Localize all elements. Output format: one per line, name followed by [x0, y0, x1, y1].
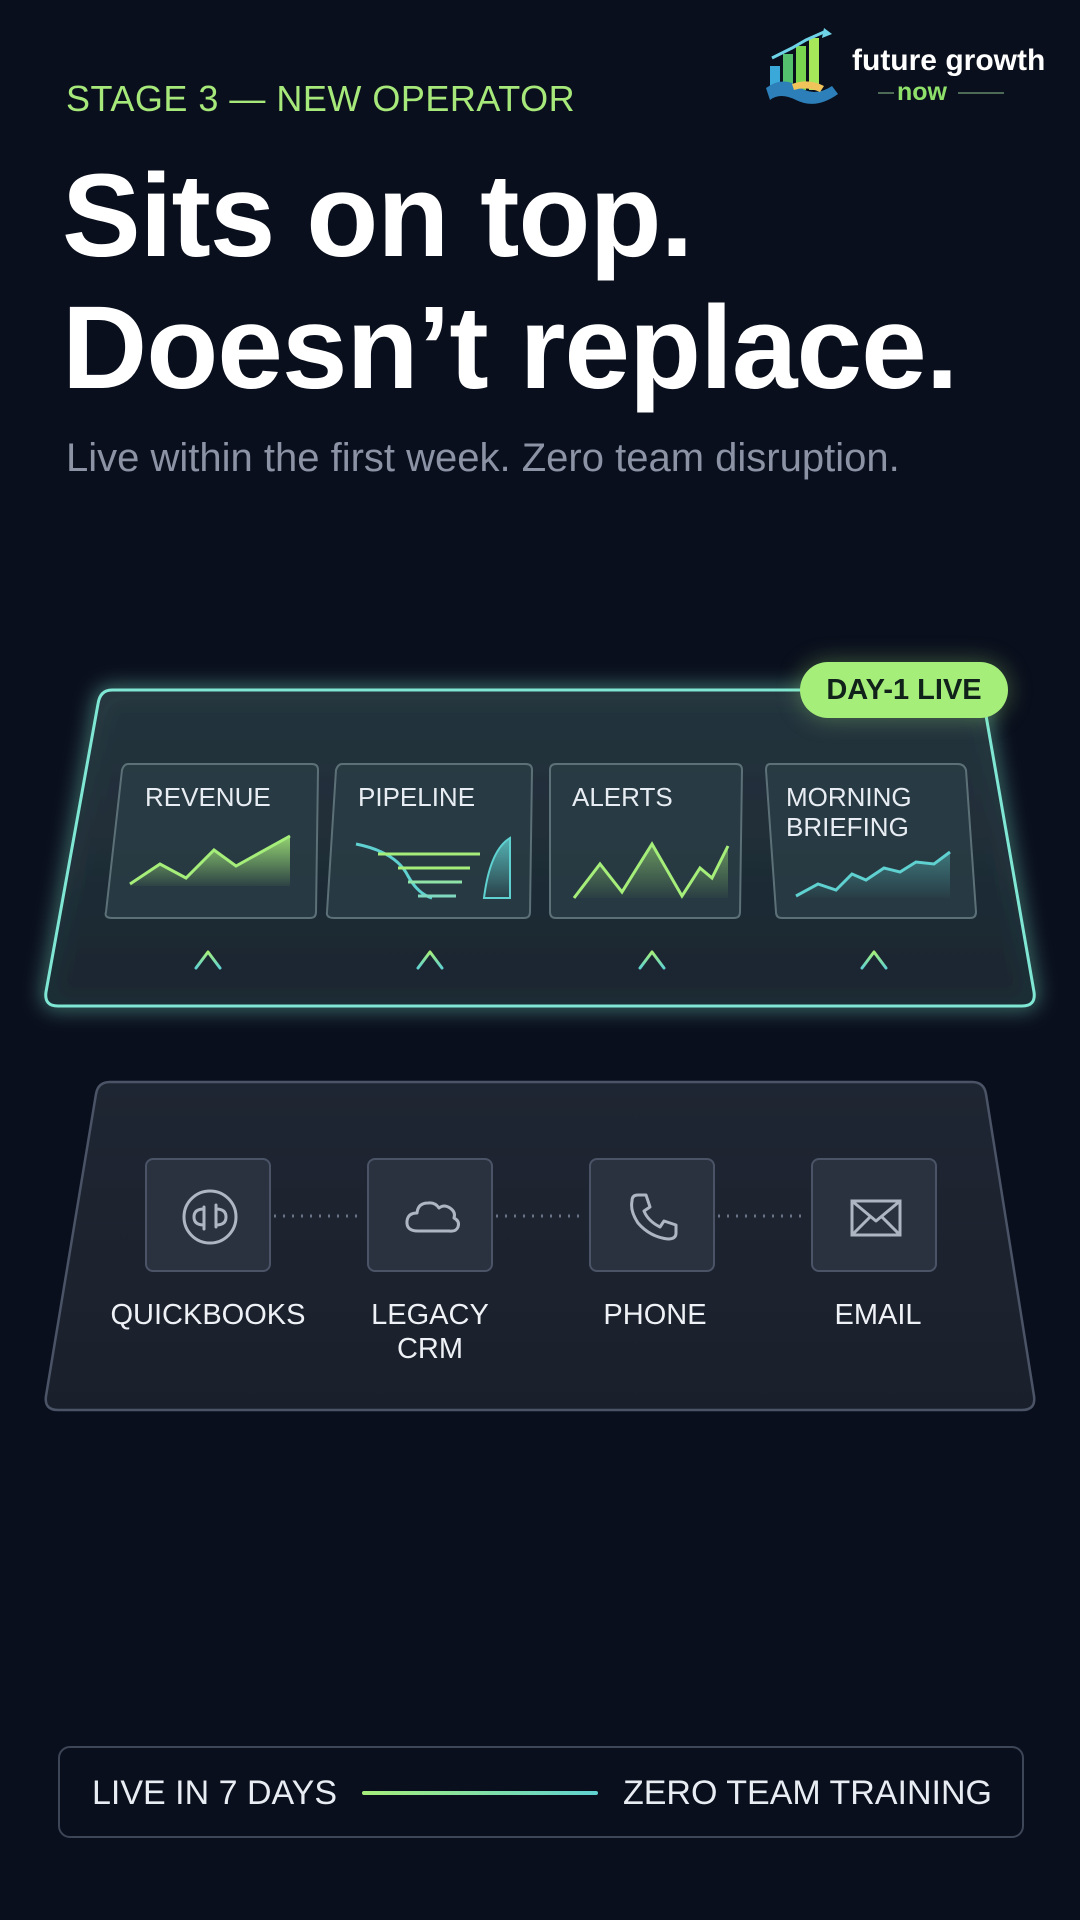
- footer-live-in-7-days: LIVE IN 7 DAYS: [92, 1774, 338, 1812]
- card-title-revenue: REVENUE: [145, 782, 271, 812]
- brand-logo: future growth now: [762, 28, 1062, 110]
- logo-rule-right: [958, 92, 1004, 94]
- card-title-pipeline: PIPELINE: [358, 782, 476, 812]
- logo-rule-left: [878, 92, 894, 94]
- day-1-live-badge: DAY-1 LIVE: [800, 662, 1008, 718]
- footer-zero-team-training: ZERO TEAM TRAINING: [622, 1774, 992, 1812]
- tool-label-legacy-crm: LEGACY CRM: [320, 1298, 540, 1366]
- tool-tile-legacy-crm: [367, 1158, 493, 1272]
- card-morning-briefing: [764, 763, 978, 919]
- footer-divider-line: [362, 1791, 598, 1795]
- tool-tile-phone: [589, 1158, 715, 1272]
- subtitle: Live within the first week. Zero team di…: [66, 436, 900, 480]
- tool-tile-email: [811, 1158, 937, 1272]
- card-title-morning: MORNING: [786, 782, 912, 812]
- revenue-area-chart: [130, 836, 290, 886]
- tools-base-panel: [44, 1080, 1036, 1412]
- card-title-morning-briefing: MORNING BRIEFING: [786, 782, 912, 842]
- card-alerts: [549, 763, 744, 919]
- tool-tile-quickbooks: [145, 1158, 271, 1272]
- stage-eyebrow: STAGE 3 — NEW OPERATOR: [66, 78, 576, 119]
- cloud-icon: [405, 1201, 460, 1233]
- tool-label-quickbooks: QUICKBOOKS: [110, 1299, 306, 1331]
- quickbooks-icon: [182, 1189, 238, 1245]
- envelope-icon: [850, 1199, 902, 1237]
- footer-banner: LIVE IN 7 DAYS ZERO TEAM TRAINING: [58, 1746, 1024, 1838]
- card-pipeline: [325, 763, 534, 919]
- tool-label-crm: CRM: [396, 1333, 464, 1365]
- headline-line-2: Doesn’t replace.: [62, 282, 959, 414]
- headline-line-1: Sits on top.: [62, 150, 693, 282]
- tool-label-legacy: LEGACY: [371, 1299, 489, 1331]
- headline: Sits on top. Doesn’t replace.: [62, 150, 959, 414]
- tool-label-phone: PHONE: [603, 1299, 707, 1331]
- card-title-alerts: ALERTS: [572, 782, 673, 812]
- card-revenue: [104, 763, 320, 919]
- briefing-trend-chart: [796, 852, 950, 898]
- phone-icon: [630, 1193, 678, 1241]
- logo-tagline: now: [897, 78, 947, 106]
- tool-label-email: EMAIL: [834, 1299, 922, 1331]
- card-title-briefing: BRIEFING: [786, 812, 909, 842]
- logo-name: future growth: [852, 44, 1046, 77]
- bar-chart-handshake-icon: [766, 28, 838, 104]
- revenue-line: [129, 834, 291, 886]
- upward-arrows: [194, 950, 888, 1136]
